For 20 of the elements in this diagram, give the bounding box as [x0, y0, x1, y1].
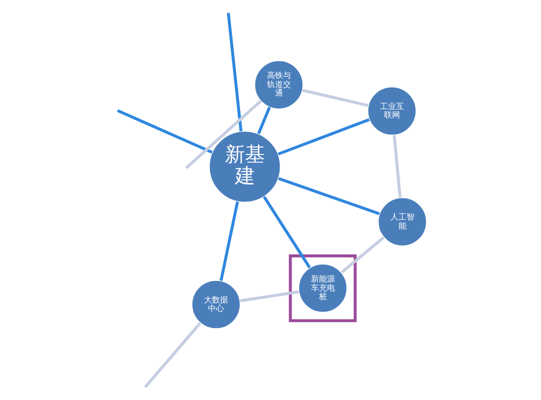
connector — [392, 135, 402, 198]
connector — [302, 88, 368, 107]
connector — [262, 196, 310, 268]
cluster — [288, 254, 356, 322]
connector — [278, 177, 380, 216]
connector — [144, 322, 201, 388]
node-circle: 工业互联网 — [366, 86, 416, 136]
node-circle: 人工智能 — [377, 197, 427, 247]
connector — [277, 118, 370, 156]
connector — [116, 109, 212, 154]
connector — [340, 236, 384, 274]
connector — [239, 290, 299, 302]
node-circle: 新能源车充电桩 — [298, 263, 348, 313]
connector — [256, 106, 270, 134]
connector — [226, 12, 242, 132]
node-circle: 新基建 — [208, 130, 281, 203]
connector — [219, 201, 238, 281]
connector — [184, 100, 262, 170]
node-circle: 高铁与轨道交通 — [254, 60, 304, 110]
node-circle: 大数据中心 — [190, 280, 240, 330]
